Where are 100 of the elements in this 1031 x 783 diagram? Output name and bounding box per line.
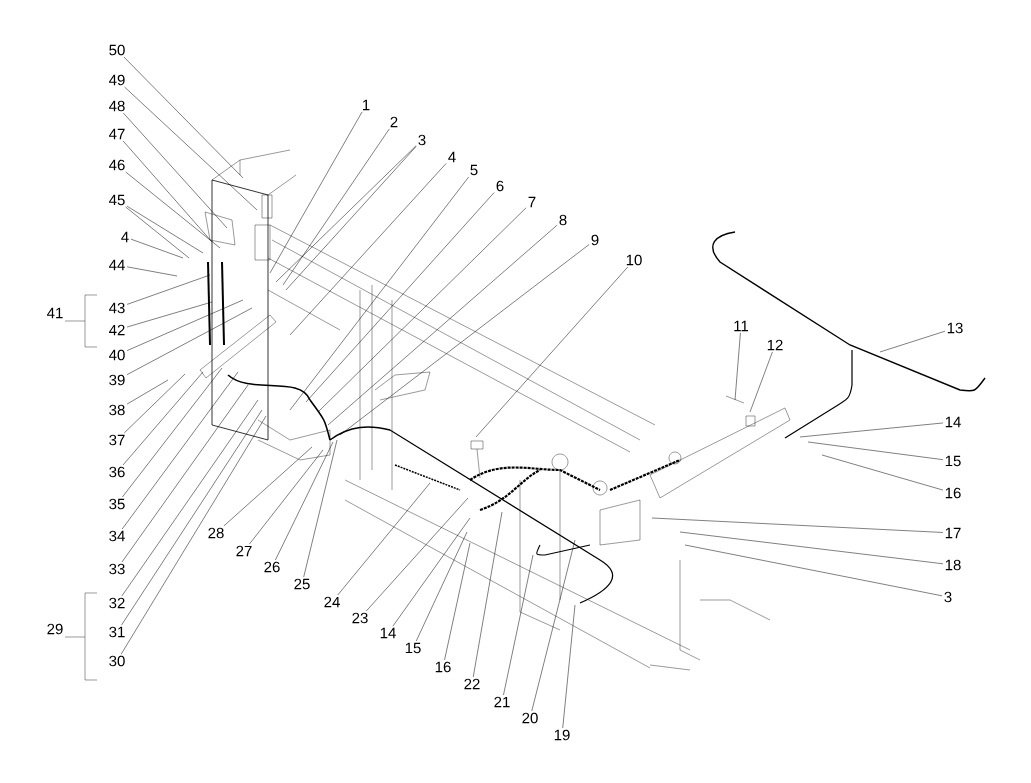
callout-number: 14 — [380, 627, 396, 639]
callout-number: 1 — [363, 99, 370, 111]
leader-line — [475, 266, 628, 438]
callout-number: 3 — [418, 134, 426, 146]
leader-line — [121, 399, 259, 597]
callout-number: 43 — [109, 302, 125, 314]
callout-number: 33 — [109, 563, 125, 575]
leader-line — [126, 301, 213, 328]
leader-line — [317, 207, 527, 413]
leader-line — [123, 56, 244, 179]
leader-line — [444, 542, 471, 661]
leader-line — [275, 441, 334, 561]
leader-line — [879, 330, 946, 353]
leader-line — [282, 128, 390, 286]
callout-number: 39 — [109, 374, 125, 386]
leader-line — [121, 409, 263, 626]
leader-line — [327, 224, 558, 426]
leader-line — [289, 163, 447, 336]
callout-number: 16 — [435, 661, 451, 673]
callout-number: 8 — [559, 214, 567, 226]
callout-number: 22 — [464, 678, 480, 690]
callout-number: 44 — [109, 259, 125, 271]
callout-number: 19 — [554, 729, 570, 741]
callout-number: 4 — [448, 151, 456, 163]
callout-number: 10 — [626, 254, 642, 266]
leader-line — [472, 511, 503, 678]
leader-line — [749, 351, 773, 413]
callout-number: 9 — [591, 234, 599, 246]
leader-line — [289, 176, 469, 411]
leader-line — [123, 373, 186, 434]
callout-number: 7 — [528, 196, 536, 208]
leader-line — [339, 244, 590, 436]
leader-line — [125, 171, 221, 249]
callout-number: 37 — [109, 434, 125, 446]
leader-line — [126, 266, 178, 277]
callout-number: 25 — [294, 578, 310, 590]
callout-number: 47 — [109, 128, 125, 140]
leader-line — [121, 384, 249, 563]
leader-line — [130, 238, 184, 259]
leader-line — [734, 332, 741, 401]
callout-number: 34 — [109, 530, 125, 542]
leader-line — [807, 441, 944, 460]
leader-line — [337, 482, 431, 596]
leader-line — [121, 415, 267, 655]
leader-line — [821, 454, 944, 491]
leader-line — [121, 371, 239, 530]
leader-line — [122, 140, 213, 243]
callout-number: 26 — [264, 561, 280, 573]
leader-line — [651, 517, 944, 533]
callout-number: 42 — [109, 324, 125, 336]
callout-number: 28 — [208, 527, 224, 539]
leader-line — [122, 367, 223, 498]
callout-number: 50 — [109, 44, 125, 56]
callout-number: 36 — [109, 466, 125, 478]
callout-number: 6 — [496, 180, 504, 192]
leader-line — [531, 539, 576, 712]
leader-line — [269, 111, 363, 274]
callout-number: 3 — [944, 591, 952, 603]
leader-line — [126, 205, 204, 254]
leader-line — [366, 497, 469, 612]
callout-number: 40 — [109, 349, 125, 361]
callout-number: 12 — [767, 339, 783, 351]
leader-line — [392, 517, 471, 627]
callout-number: 38 — [109, 404, 125, 416]
group-number: 29 — [47, 623, 63, 635]
leader-line — [126, 274, 211, 305]
leader-line — [305, 192, 495, 403]
callout-number: 48 — [109, 100, 125, 112]
leader-line — [126, 379, 169, 405]
leader-line — [684, 544, 943, 597]
leader-line — [126, 307, 253, 375]
callout-number: 24 — [324, 596, 340, 608]
callout-number: 21 — [494, 696, 510, 708]
callout-number: 27 — [236, 545, 252, 557]
callout-number: 5 — [470, 164, 478, 176]
callout-number: 46 — [109, 159, 125, 171]
callout-number: 18 — [945, 559, 961, 571]
leader-line — [503, 554, 534, 696]
callout-number: 17 — [945, 527, 961, 539]
leader-line — [303, 439, 338, 578]
leader-line — [125, 206, 190, 259]
leader-line — [223, 446, 313, 527]
callout-number: 15 — [405, 642, 421, 654]
callout-number: 4 — [121, 231, 129, 243]
callout-number: 32 — [109, 597, 125, 609]
callout-number: 31 — [109, 626, 125, 638]
group-number: 41 — [47, 307, 63, 319]
callout-number: 30 — [109, 655, 125, 667]
leader-line — [124, 86, 258, 211]
callout-number: 23 — [352, 612, 368, 624]
leader-line — [416, 531, 468, 642]
leader-line — [123, 112, 228, 229]
callout-number: 45 — [109, 194, 125, 206]
callout-number: 20 — [522, 712, 538, 724]
callout-number: 16 — [945, 487, 961, 499]
callout-number: 35 — [109, 498, 125, 510]
callout-number: 14 — [945, 416, 961, 428]
callout-number: 13 — [947, 322, 963, 334]
callout-number: 11 — [734, 320, 749, 332]
leader-line — [249, 449, 324, 545]
